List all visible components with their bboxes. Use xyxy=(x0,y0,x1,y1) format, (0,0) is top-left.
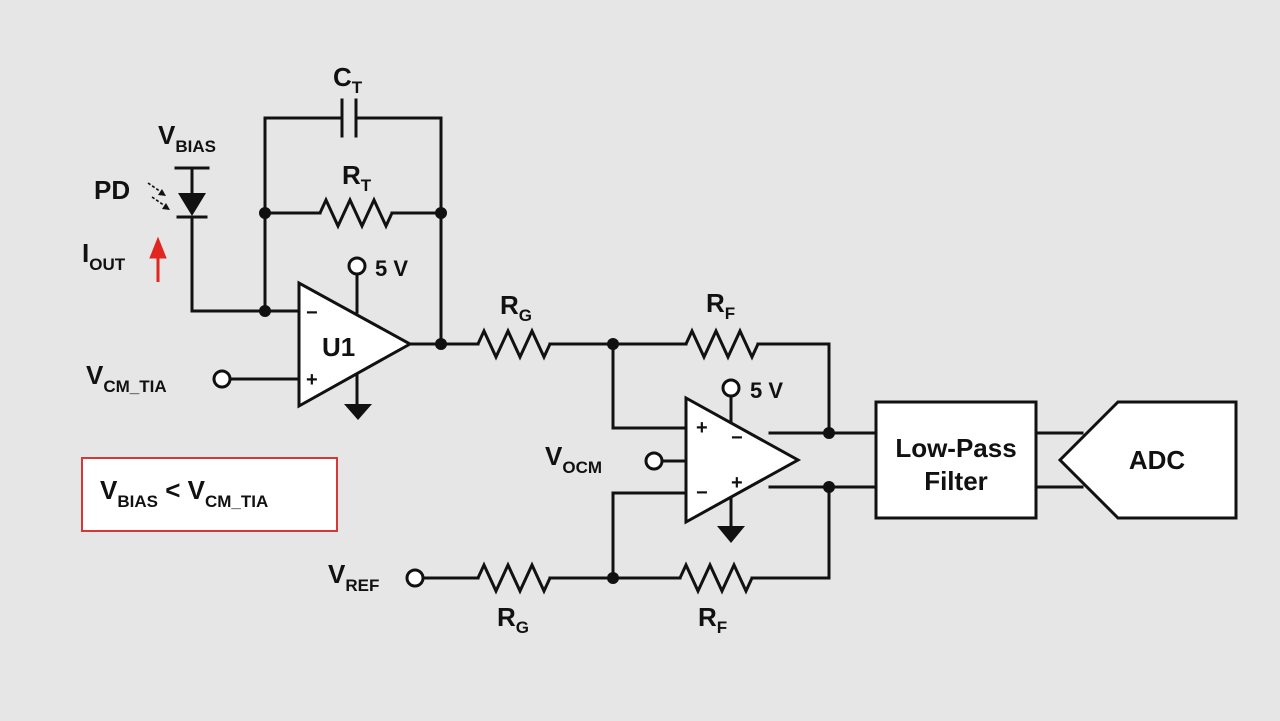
u2-out-minus-pin: − xyxy=(731,427,743,449)
u2-in-minus-pin: − xyxy=(696,482,708,504)
lpf-label-line2: Filter xyxy=(924,466,988,496)
u1-supply-label: 5 V xyxy=(375,256,408,281)
resistor-rg-bottom xyxy=(476,561,552,595)
u1-ground-icon xyxy=(344,404,372,420)
vcm-tia-label: VCM_TIA xyxy=(86,360,167,396)
u2-ground-icon xyxy=(717,526,745,543)
u2-supply-terminal xyxy=(721,378,741,398)
rt-label: RT xyxy=(342,160,372,195)
junction-nodes xyxy=(259,207,835,584)
rg-top-label: RG xyxy=(500,290,532,325)
u2-in-plus-pin: + xyxy=(696,417,708,439)
ct-label: CT xyxy=(333,62,363,97)
bias-condition-text: VBIAS < VCM_TIA xyxy=(100,475,268,511)
bias-condition-note xyxy=(81,457,338,532)
low-pass-filter-block xyxy=(874,400,1038,520)
vocm-terminal xyxy=(644,451,664,471)
rf-bottom-label: RF xyxy=(698,602,727,637)
tia-feedback-wires xyxy=(263,116,443,346)
u1-label: U1 xyxy=(322,332,355,362)
resistor-rf-bottom xyxy=(678,561,754,595)
vcm-tia-terminal xyxy=(212,369,232,389)
u2-out-plus-pin: + xyxy=(731,472,743,494)
u1-plus-pin: + xyxy=(306,369,318,391)
u1-minus-pin: − xyxy=(306,302,318,324)
iout-label: IOUT xyxy=(82,238,126,274)
photodiode xyxy=(174,166,299,313)
capacitor-ct xyxy=(340,98,358,138)
vref-label: VREF xyxy=(328,559,379,595)
resistor-rt xyxy=(318,196,394,230)
u2-supply-label: 5 V xyxy=(750,378,783,403)
opamp-u1 xyxy=(297,280,414,409)
adc-block xyxy=(1057,400,1238,520)
adc-label: ADC xyxy=(1129,445,1186,475)
vref-terminal xyxy=(405,568,425,588)
resistor-rf-top xyxy=(684,327,760,361)
rf-top-label: RF xyxy=(706,288,735,323)
light-rays-icon xyxy=(147,182,170,210)
vocm-label: VOCM xyxy=(545,441,602,477)
rg-bottom-label: RG xyxy=(497,602,529,637)
resistor-rg-top xyxy=(476,327,552,361)
vbias-label: VBIAS xyxy=(158,120,216,156)
current-arrow-icon xyxy=(149,236,167,282)
lpf-label-line1: Low-Pass xyxy=(895,433,1016,463)
u1-supply-terminal xyxy=(347,256,367,276)
pd-label: PD xyxy=(94,175,130,205)
